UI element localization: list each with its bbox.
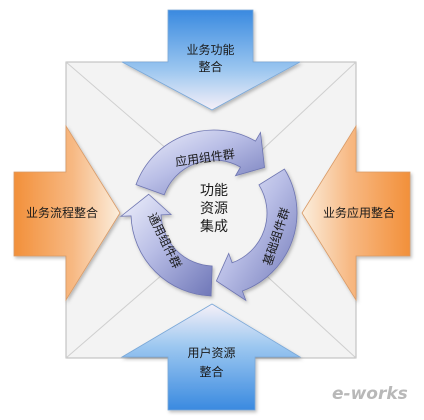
- bottom-arrow-label: 用户资源 整合: [168, 344, 255, 382]
- cycle-arrow-right: [215, 168, 298, 302]
- center-line-3: 集成: [200, 219, 228, 235]
- left-arrow-label: 业务流程整合: [25, 206, 98, 220]
- watermark-text: e-works: [332, 384, 408, 404]
- top-arrow-label: 业务功能 整合: [168, 42, 253, 76]
- top-arrow: [121, 9, 301, 111]
- top-arrow-line2: 整合: [198, 60, 223, 74]
- center-label: 功能 资源 集成: [194, 182, 234, 236]
- top-arrow-line1: 业务功能: [186, 43, 235, 57]
- right-arrow-label: 业务应用整合: [322, 206, 395, 220]
- e-works-watermark: e-works: [332, 384, 408, 404]
- right-arrow: [301, 124, 411, 302]
- cycle-arrow-left: [119, 193, 213, 297]
- bottom-arrow: [120, 303, 302, 411]
- center-line-2: 资源: [200, 201, 228, 217]
- left-arrow: [13, 124, 121, 302]
- diagonal-lines: [65, 61, 357, 359]
- center-line-1: 功能: [200, 183, 228, 199]
- bottom-arrow-line1: 用户资源: [187, 346, 236, 360]
- cycle-arrows: [119, 129, 298, 302]
- cycle-arrow-top: [135, 129, 265, 196]
- bottom-arrow-line2: 整合: [199, 365, 224, 379]
